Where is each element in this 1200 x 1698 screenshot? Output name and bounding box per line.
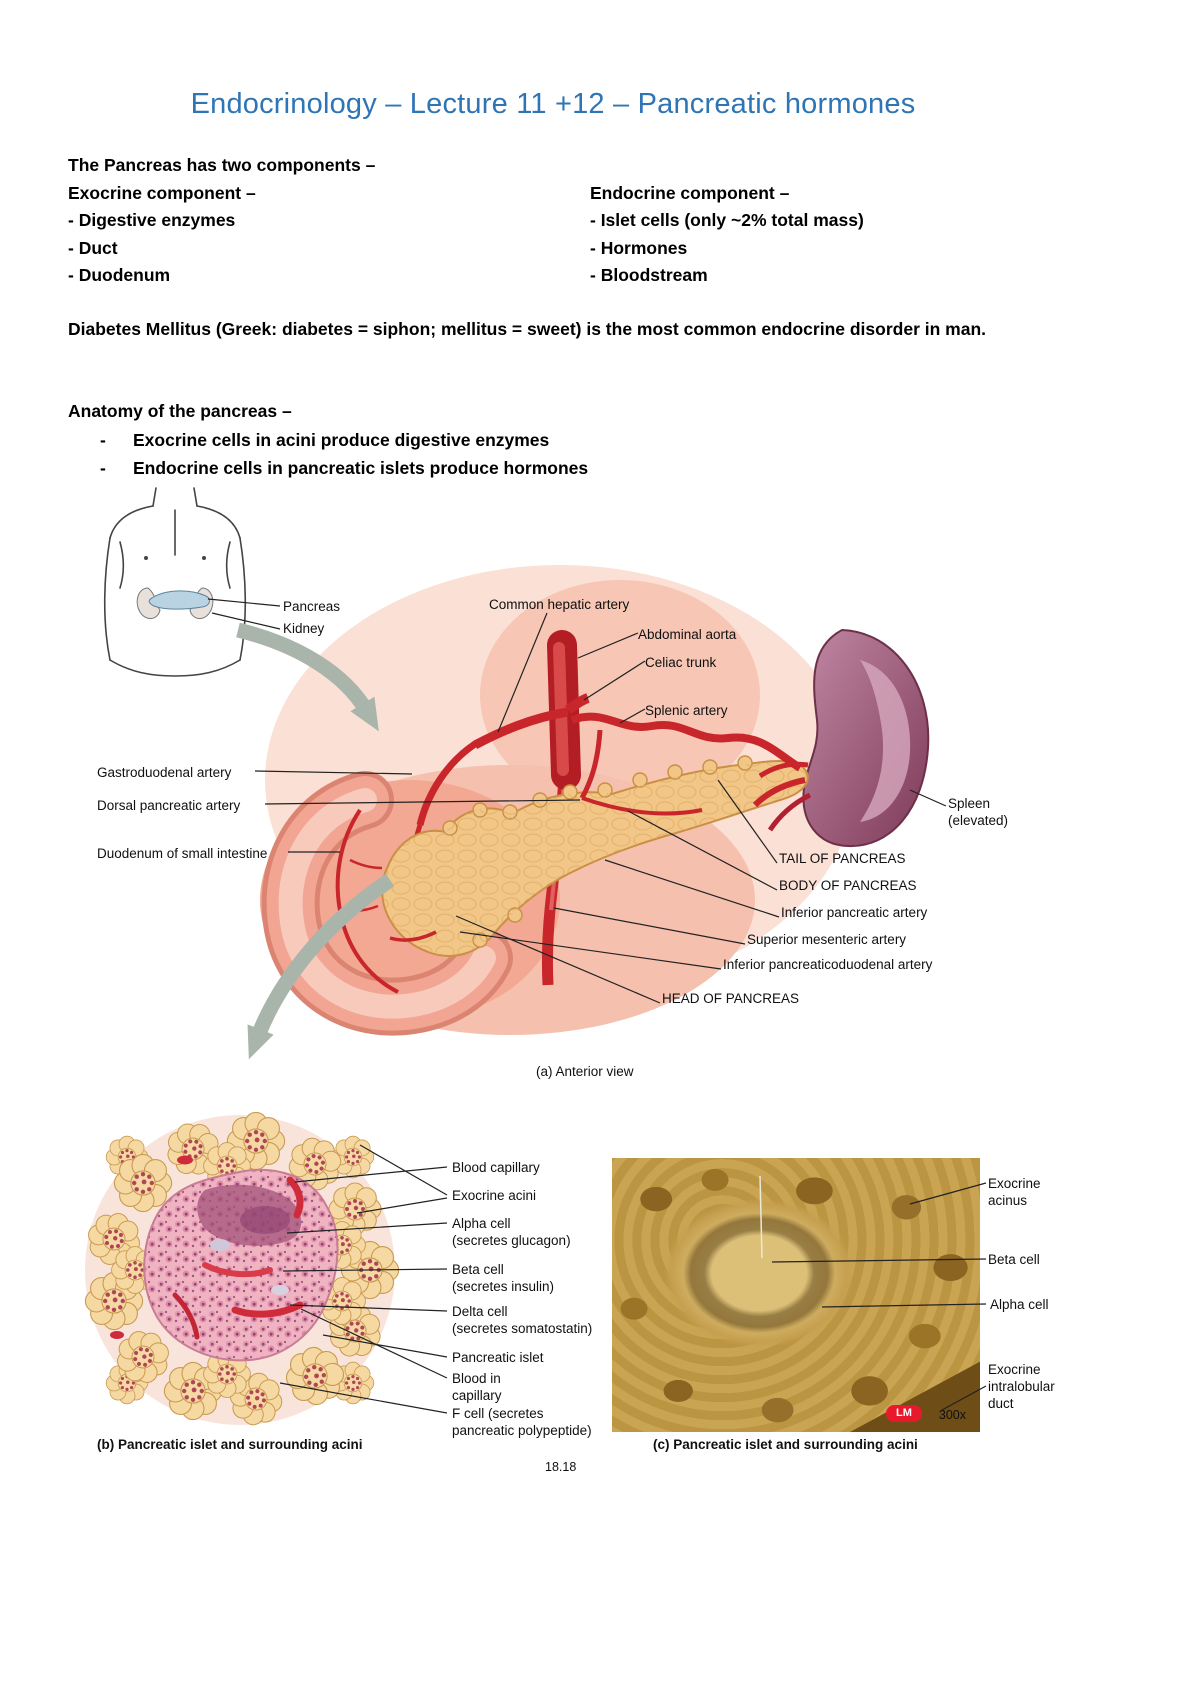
label-kidney: Kidney [283,621,325,636]
figure-c-caption: (c) Pancreatic islet and surrounding aci… [653,1437,918,1452]
torso-sketch [103,487,247,677]
label-common-hepatic-artery: Common hepatic artery [489,597,630,612]
label-celiac-trunk: Celiac trunk [645,655,717,670]
figure-a-leader-lines [207,598,947,1004]
figure-a-caption: (a) Anterior view [536,1064,634,1079]
exocrine-item: - Digestive enzymes [68,210,236,230]
label-inferior-pancreaticoduodenal-artery: Inferior pancreaticoduodenal artery [723,957,933,972]
label-exocrine-intralobular-duct: Exocrine intralobular duct [988,1362,1055,1411]
endocrine-heading: Endocrine component – [590,183,790,203]
anatomy-item: - Endocrine cells in pancreatic islets pr… [100,454,588,482]
exocrine-item: - Duct [68,237,118,258]
label-beta-cell: Beta cell (secretes insulin) [452,1262,555,1294]
label-alpha-cell-micrograph: Alpha cell [990,1297,1049,1312]
anatomy-item-text: Exocrine cells in acini produce digestiv… [133,430,550,450]
label-pancreas: Pancreas [283,599,341,614]
zoom-arrow-torso-to-pancreas [236,622,379,732]
label-blood-in-capillary: Blood in capillary [452,1371,502,1403]
figure-c-leader-lines [771,1182,987,1411]
micrograph-image: LM 300x [612,1158,980,1432]
exocrine-item: - Duodenum [68,265,171,285]
figure-c-leader-overlay [759,1175,987,1411]
figure-b-illustration [81,1111,448,1430]
anatomy-heading: Anatomy of the pancreas – [68,401,292,421]
endocrine-list: - Islet cells (only ~2% total mass) - Ho… [590,207,864,290]
page-title: Endocrinology – Lecture 11 +12 – Pancrea… [190,88,916,120]
endocrine-item: - Hormones [590,237,688,258]
acini-ring [81,1111,400,1430]
micrograph-pointer-line [759,1175,763,1259]
endocrine-item: - Bloodstream [590,265,708,285]
intro-lead: The Pancreas has two components – [68,155,376,175]
endocrine-item: - Islet cells (only ~2% total mass) [590,210,864,230]
label-delta-cell: Delta cell (secretes somatostatin) [452,1304,593,1336]
list-dash: - [100,430,106,450]
label-inferior-pancreatic-artery: Inferior pancreatic artery [781,905,928,920]
label-superior-mesenteric-artery: Superior mesenteric artery [747,932,907,947]
exocrine-heading: Exocrine component – [68,183,256,203]
label-exocrine-acini: Exocrine acini [452,1188,537,1203]
label-pancreatic-islet: Pancreatic islet [452,1350,544,1365]
label-spleen: Spleen (elevated) [948,796,1009,828]
list-dash: - [100,458,106,478]
label-splenic-artery: Splenic artery [645,703,728,718]
page-number: 18.18 [545,1460,577,1474]
spleen-shape [802,628,930,848]
magnification-text: 300x [938,1408,966,1422]
label-alpha-cell: Alpha cell (secretes glucagon) [452,1216,571,1248]
label-blood-capillary: Blood capillary [452,1160,540,1175]
islet-blob [143,1168,339,1362]
anatomy-item: - Exocrine cells in acini produce digesti… [100,426,588,454]
label-duodenum: Duodenum of small intestine [97,846,268,861]
label-exocrine-acinus: Exocrine acinus [988,1176,1041,1208]
lm-badge: LM [886,1405,922,1422]
exocrine-list: - Digestive enzymes - Duct - Duodenum [68,207,235,290]
anatomy-item-text: Endocrine cells in pancreatic islets pro… [133,458,589,478]
zoom-arrow-pancreas-to-islet [247,873,395,1060]
figure-b-caption: (b) Pancreatic islet and surrounding aci… [97,1437,363,1452]
label-beta-cell-micrograph: Beta cell [988,1252,1040,1267]
label-abdominal-aorta: Abdominal aorta [638,627,737,642]
islet-capillaries [172,1176,304,1340]
label-gastroduodenal-artery: Gastroduodenal artery [97,765,232,780]
anatomy-list: - Exocrine cells in acini produce digesti… [100,426,588,482]
figure-a-illustration [103,487,947,1060]
duodenum-shape [261,771,513,1036]
label-head-of-pancreas: HEAD OF PANCREAS [662,991,800,1006]
diabetes-paragraph: Diabetes Mellitus (Greek: diabetes = sip… [68,319,986,339]
label-tail-of-pancreas: TAIL OF PANCREAS [779,851,906,866]
figure-b-leader-lines [279,1144,448,1414]
label-dorsal-pancreatic-artery: Dorsal pancreatic artery [97,798,241,813]
label-f-cell: F cell (secretes pancreatic polypeptide) [452,1406,592,1438]
label-body-of-pancreas: BODY OF PANCREAS [779,878,917,893]
